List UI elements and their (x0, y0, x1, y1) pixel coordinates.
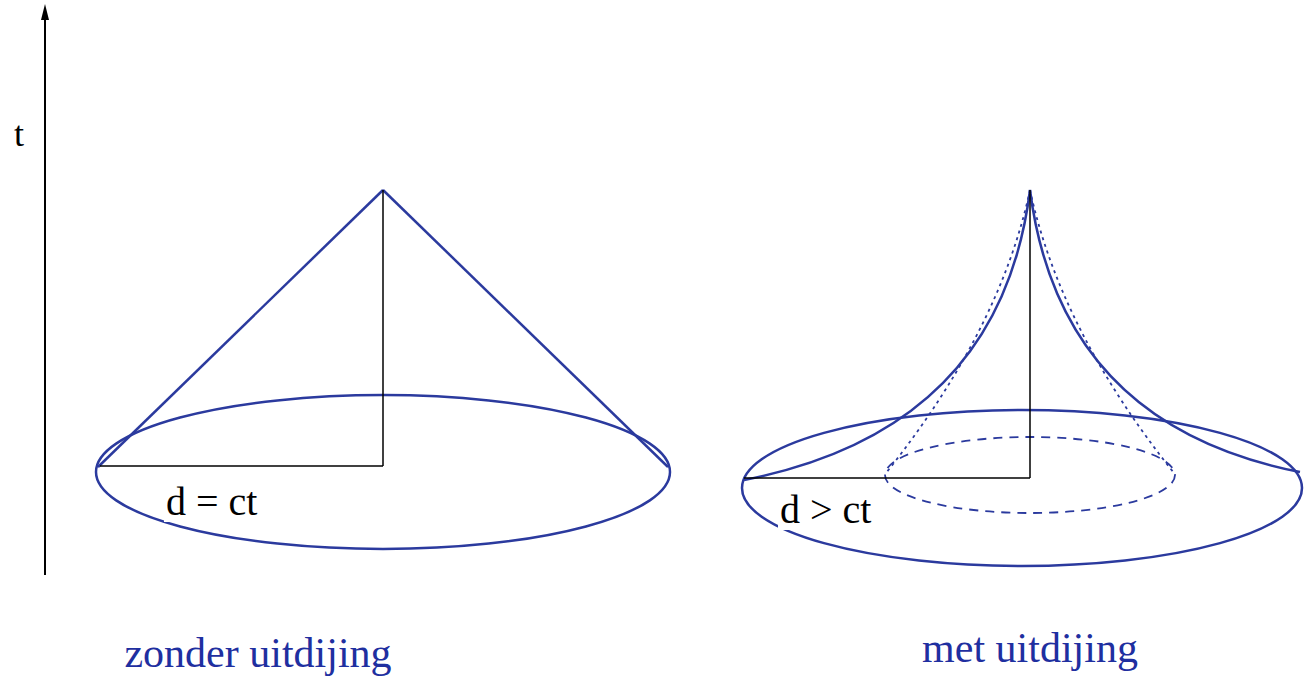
distance-label: d = ct (164, 482, 259, 522)
light-cone-expanding (742, 190, 1302, 566)
caption-label: met uitdijing (922, 627, 1138, 669)
caption-label: zonder uitdijing (124, 632, 391, 674)
axis-label: t (14, 116, 24, 152)
light-cone-flat (96, 190, 670, 549)
height-line (1029, 190, 1031, 478)
radius-line (744, 477, 1030, 479)
distance-label: d > ct (778, 490, 873, 530)
radius-line (100, 465, 383, 467)
inner-dashed-cone (885, 190, 1175, 513)
time-axis (44, 14, 46, 575)
height-line (382, 190, 384, 466)
axis-arrowhead (41, 4, 49, 20)
